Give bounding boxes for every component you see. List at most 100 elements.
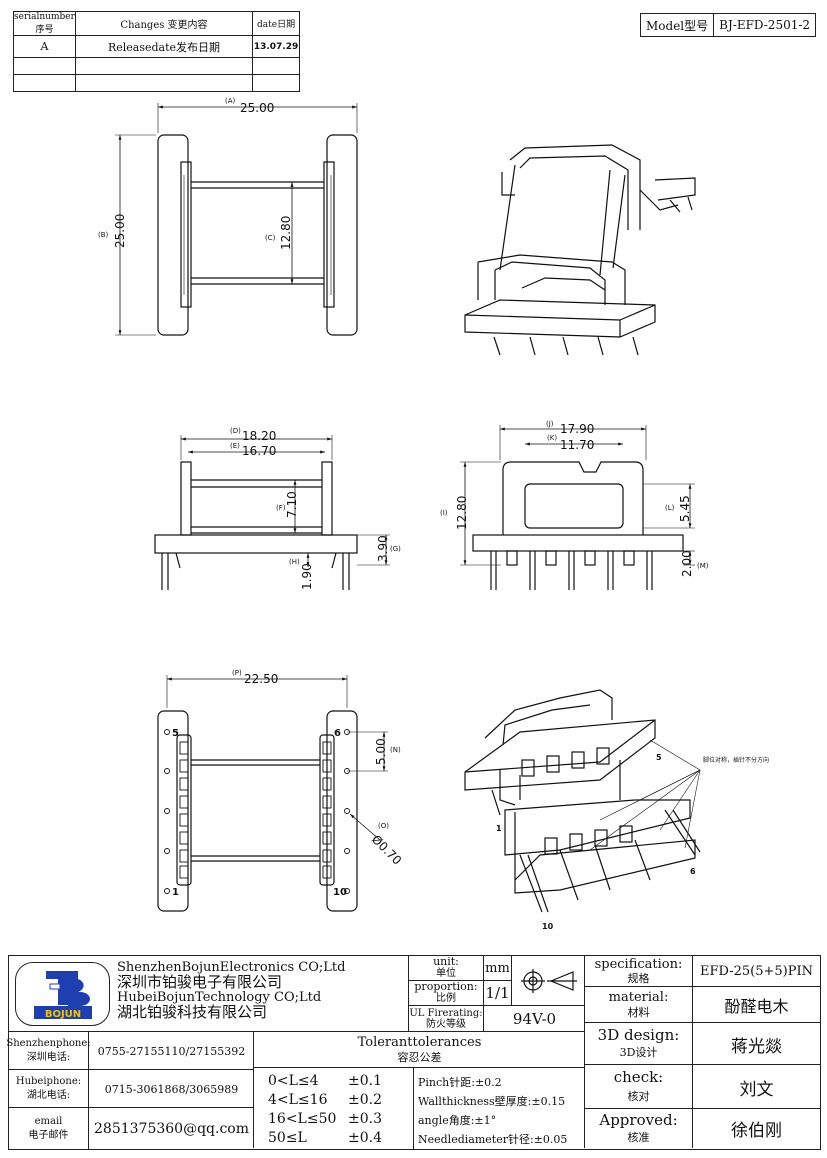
dim-h-tag: (H) [289, 558, 300, 566]
dim-d-value: 18.20 [242, 429, 276, 443]
technical-drawing: (A) 25.00 (B) 25.00 (C) 12.80 (D) 18.20 … [98, 97, 769, 931]
dim-p-value: 22.50 [244, 672, 278, 686]
unit-label-cell: unit: 单位 [409, 956, 484, 981]
dim-i-value: 12.80 [455, 496, 469, 530]
dim-j-tag: (J) [546, 420, 554, 428]
tolerance-note: angle角度:±1° [418, 1114, 497, 1127]
material-label-cn: 材料 [627, 1006, 650, 1019]
approved-value: 徐伯刚 [731, 1121, 782, 1141]
iso-pin-5: 5 [656, 753, 662, 762]
tolerance-row: 0<L≤4±0.1 [268, 1073, 382, 1089]
email-row: email 电子邮件 2851375360@qq.com [9, 1108, 254, 1149]
iso-view-bottom [464, 689, 701, 913]
design-label-cell: 3D design: 3D设计 [585, 1023, 693, 1065]
company-logo: BOJUN [15, 962, 110, 1026]
dim-k-tag: (K) [547, 434, 557, 442]
proportion-label: proportion: [414, 980, 478, 993]
rev-changes [74, 74, 254, 92]
dim-e-tag: (E) [230, 442, 240, 450]
company-cn-2: 湖北铂骏科技有限公司 [117, 1003, 268, 1021]
email-label-cn: 电子邮件 [28, 1129, 69, 1141]
pin-label-1: 1 [172, 887, 179, 898]
tolerance-title-cell: Toleranttolerances 容忍公差 [254, 1032, 585, 1068]
dim-l-value: 5.45 [678, 495, 692, 522]
dim-b-value: 25.00 [113, 214, 127, 248]
iso-view-top [464, 144, 696, 356]
dim-j-value: 17.90 [560, 422, 594, 436]
proportion-label-cell: proportion: 比例 [409, 981, 484, 1006]
email-value: 2851375360@qq.com [94, 1120, 249, 1137]
dim-p-tag: (P) [232, 669, 242, 677]
model-box: Model型号 BJ-EFD-2501-2 [640, 13, 817, 37]
material-label: material: [608, 990, 669, 1005]
check-label: check: [613, 1068, 664, 1086]
logo-text: BOJUN [44, 1009, 80, 1020]
spec-label-cell: specification: 规格 [585, 956, 693, 987]
dim-l-tag: (L) [665, 504, 675, 512]
iso-pin-10: 10 [542, 922, 554, 931]
bojun-logo-icon: BOJUN [33, 971, 92, 1020]
dim-f-tag: (F) [276, 504, 286, 512]
dim-i-tag: (I) [440, 509, 448, 517]
design-label-cn: 3D设计 [619, 1046, 658, 1059]
fire-value: 94V-0 [512, 1009, 557, 1028]
dim-c-tag: (C) [265, 234, 276, 242]
tolerance-row: 4<L≤16±0.2 [268, 1092, 382, 1108]
fire-label-cell: UL Firerating: 防火等级 [409, 1006, 484, 1031]
hb-phone-label-cell: Hubeiphone: 湖北电话: [9, 1070, 89, 1108]
approved-label: Approved: [599, 1110, 678, 1129]
check-value: 刘文 [739, 1079, 774, 1100]
title-block: BOJUN ShenzhenBojunElectronics CO;Ltd 深圳… [6, 955, 821, 1150]
dim-b-tag: (B) [98, 231, 109, 239]
hb-phone-label: Hubeiphone: [15, 1076, 82, 1087]
rev-header-serial: serialnumber序号 [13, 11, 76, 36]
check-label-cell: check: 核对 [585, 1065, 693, 1109]
unit-label-cn: 单位 [436, 968, 456, 979]
spec-row: specification: 规格 EFD-25(5+5)PIN [585, 956, 820, 987]
projection-symbol [512, 956, 585, 1006]
tolerance-row: 50≤L±0.4 [268, 1130, 382, 1146]
projection-icon [520, 968, 577, 993]
company-names: ShenzhenBojunElectronics CO;Ltd 深圳市铂骏电子有… [117, 960, 345, 1020]
hb-phone-label-cn: 湖北电话: [26, 1090, 71, 1101]
unit-value: mm [484, 956, 512, 981]
design-value: 蒋光燚 [731, 1036, 782, 1057]
tolerance-notes: Pinch针距:±0.2 Wallthickness壁厚度:±0.15 angl… [414, 1068, 585, 1149]
spec-value: EFD-25(5+5)PIN [700, 964, 813, 979]
dim-g-tag: (G) [390, 545, 401, 553]
fire-label-cn: 防火等级 [426, 1018, 466, 1030]
dim-m-value: 2.00 [680, 550, 694, 577]
dim-m-tag: (M) [697, 562, 709, 570]
dim-n-value: 5.00 [374, 738, 388, 765]
proportion-value: 1/1 [484, 981, 512, 1006]
tolerance-title: Toleranttolerances [357, 1034, 482, 1050]
company-cn-1: 深圳市铂骏电子有限公司 [117, 973, 283, 991]
dim-a-tag: (A) [225, 97, 236, 105]
company-en-2: HubeiBojunTechnology CO;Ltd [117, 990, 322, 1005]
dim-e-value: 16.70 [242, 444, 276, 458]
tolerance-note: Needlediameter针径:±0.05 [418, 1133, 568, 1146]
company-area: BOJUN ShenzhenBojunElectronics CO;Ltd 深圳… [9, 956, 409, 1031]
pin-label-10: 10 [333, 887, 347, 898]
rev-changes: Releasedate发布日期 [74, 35, 254, 58]
iso-note: 脚位对称，插针不分方向 [703, 756, 769, 764]
material-row: material: 材料 酚醛电木 [585, 987, 820, 1023]
spec-label-cn: 规格 [627, 971, 650, 985]
dim-k-value: 11.70 [560, 438, 594, 452]
tolerance-note: Pinch针距:±0.2 [418, 1076, 502, 1089]
model-label: Model型号 [641, 14, 715, 36]
dim-d-tag: (D) [230, 427, 241, 435]
hb-phone-value: 0715-3061868/3065989 [104, 1082, 239, 1096]
approval-area: specification: 规格 EFD-25(5+5)PIN materia… [585, 956, 820, 1148]
rev-header-changes: Changes 变更内容 [74, 11, 254, 36]
revision-table: serialnumber序号 Changes 变更内容 date日期 A Rel… [13, 11, 300, 92]
dim-c-value: 12.80 [279, 216, 293, 250]
material-label-cell: material: 材料 [585, 987, 693, 1023]
side-view [460, 425, 695, 590]
spec-label: specification: [594, 956, 683, 972]
top-view [115, 103, 358, 336]
fire-label: UL Firerating: [409, 1007, 483, 1019]
email-label-cell: email 电子邮件 [9, 1108, 89, 1149]
rev-date [252, 74, 300, 92]
design-label: 3D design: [597, 1026, 680, 1044]
